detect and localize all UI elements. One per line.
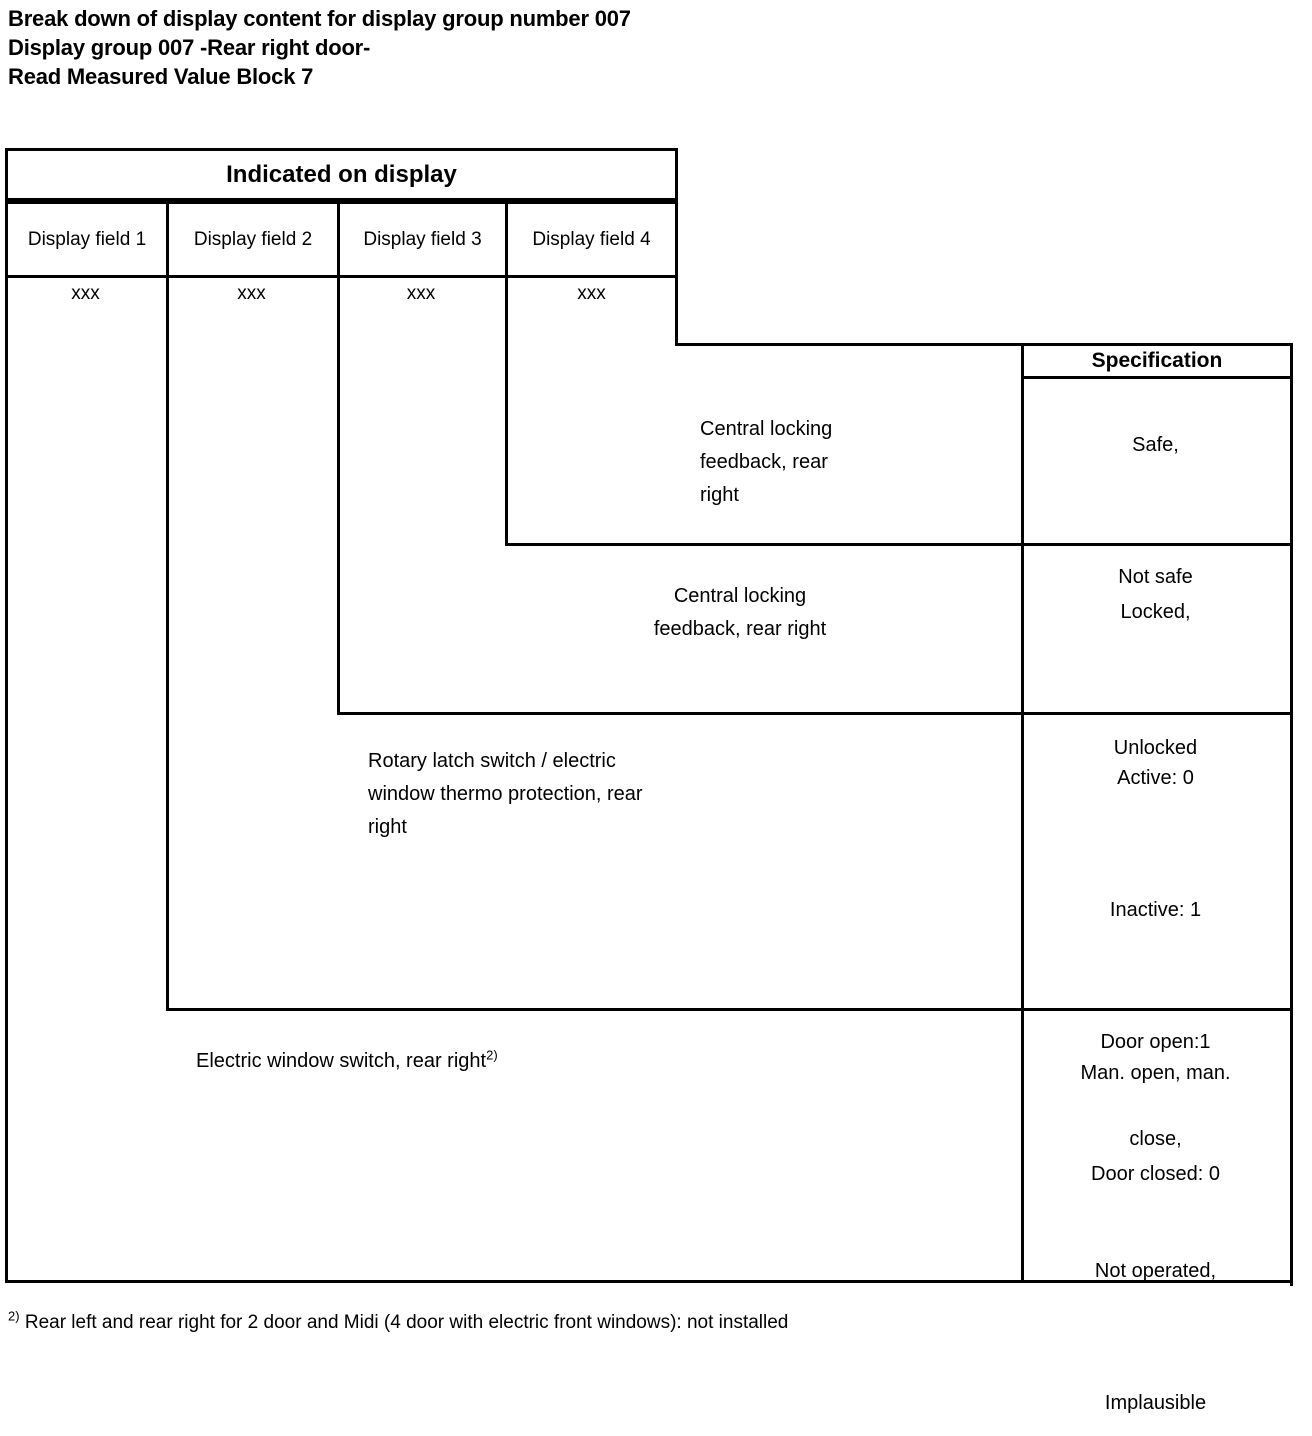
footnote-text: Rear left and rear right for 2 door and … — [19, 1312, 789, 1333]
column-divider-3 — [505, 278, 508, 546]
row-4-description-wrapper: Electric window switch, rear right2) — [196, 1045, 956, 1078]
heading-line-1: Break down of display content for displa… — [8, 6, 631, 31]
table-right-border — [1290, 343, 1293, 1286]
row-3-description-cell: Rotary latch switch / electric window th… — [368, 745, 788, 844]
table-left-border — [5, 278, 8, 1283]
row-4-description: Electric window switch, rear right — [196, 1050, 487, 1072]
row-1-specification: Safe, Not safe — [1118, 434, 1193, 588]
row-4-description-cell: Electric window switch, rear right2) — [196, 1045, 956, 1078]
specification-header-rule — [1021, 376, 1293, 379]
row-divider-1 — [505, 543, 1293, 546]
heading-line-3: Read Measured Value Block 7 — [8, 64, 314, 89]
specification-column-divider — [1021, 343, 1024, 1283]
display-field-1-value: xxx — [71, 283, 100, 304]
column-divider-2 — [337, 278, 340, 715]
row-4-specification: Man. open, man. close, Not operated, Imp… — [1080, 1062, 1231, 1414]
display-field-2-header: Display field 2 — [166, 201, 337, 278]
table-bottom-border — [5, 1280, 1293, 1283]
step-rule-row1-top — [675, 343, 1293, 346]
document-heading: Break down of display content for displa… — [8, 4, 1208, 91]
display-field-2-value: xxx — [237, 283, 266, 304]
measured-value-block-table: Indicated on display Display field 1 Dis… — [5, 148, 1293, 1414]
row-4-footnote-marker: 2) — [486, 1047, 498, 1063]
row-divider-3 — [166, 1008, 1293, 1011]
row-2-description: Central locking feedback, rear right — [653, 585, 827, 640]
footnote-marker: 2) — [8, 1308, 20, 1324]
display-field-1-header: Display field 1 — [5, 201, 166, 278]
row-divider-2 — [337, 712, 1293, 715]
display-field-3-header: Display field 3 — [337, 201, 505, 278]
display-field-3-value: xxx — [406, 283, 436, 304]
footnote: 2) Rear left and rear right for 2 door a… — [8, 1310, 788, 1335]
row-1-description: Central locking feedback, rear right — [700, 418, 833, 506]
row-2-description-cell: Central locking feedback, rear right — [530, 580, 950, 646]
column-divider-1 — [166, 278, 169, 1011]
row-1-description-cell: Central locking feedback, rear right — [700, 413, 1000, 512]
specification-header: Specification — [1091, 349, 1223, 372]
indicated-on-display-header: Indicated on display — [5, 148, 678, 201]
row-2-specification: Locked, Unlocked — [1113, 601, 1198, 759]
display-field-4-header: Display field 4 — [505, 201, 678, 278]
heading-line-2: Display group 007 -Rear right door- — [8, 35, 371, 60]
display-field-4-value: xxx — [577, 283, 606, 304]
row-3-specification: Active: 0 Inactive: 1 Door open:1 Door c… — [1091, 767, 1220, 1185]
row-3-description: Rotary latch switch / electric window th… — [368, 750, 643, 838]
display-block-right-border — [675, 278, 678, 346]
